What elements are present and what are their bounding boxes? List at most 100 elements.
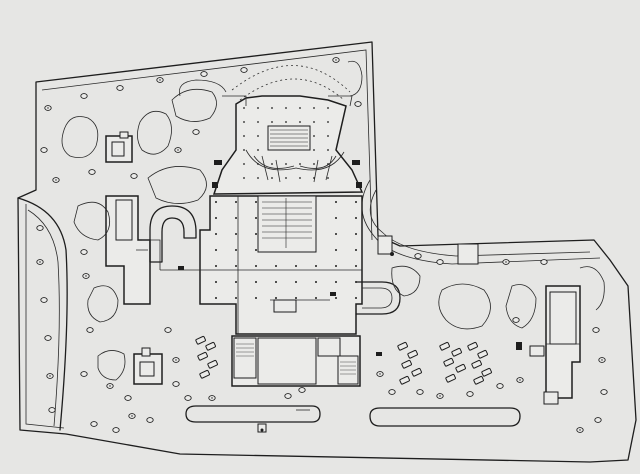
column-dot [315,265,317,267]
plaza-furniture [195,335,492,385]
column-dot [243,177,245,179]
column-dot [335,265,337,267]
column-dot [255,281,257,283]
column-dot [235,281,237,283]
plaza-bench [471,359,482,369]
column-dot [335,249,337,251]
column-dot [275,297,277,299]
tree [540,259,548,265]
pavilion-southwest [133,347,163,385]
column-dot [355,249,357,251]
column-dot [235,233,237,235]
column-dot [313,107,315,109]
column-dot [285,121,287,123]
column-dot [295,297,297,299]
column-dot [299,177,301,179]
column-dot [215,201,217,203]
column-dot [257,177,259,179]
column-dot [335,233,337,235]
column-dot [315,281,317,283]
tree [436,259,444,265]
tree [414,253,422,259]
plaza-bench [199,369,210,379]
drive-strip [185,405,521,433]
tree [192,129,200,135]
column-dot [215,233,217,235]
column-dot [295,265,297,267]
column-dot [355,217,357,219]
east-building-rooms [549,291,577,345]
tree [298,387,306,393]
column-dot [355,233,357,235]
auditorium-rows [270,129,308,147]
tree [124,395,132,401]
column-dot [327,163,329,165]
column-dot [295,281,297,283]
column-dot [313,121,315,123]
column-dot [235,217,237,219]
tree [86,327,94,333]
column-dot [285,163,287,165]
column-dot [327,149,329,151]
column-dot [215,297,217,299]
column-dot [257,163,259,165]
tree-trunk [601,359,603,361]
east-entry [529,345,545,357]
planting-beds [61,60,605,381]
tree [594,417,602,423]
column-dot [327,135,329,137]
column-dot [235,265,237,267]
plaza-bench [473,375,484,385]
tree-trunk [131,415,133,417]
service-room-1 [317,337,341,357]
tree [592,327,600,333]
column-dot [355,265,357,267]
tree [80,93,88,99]
tree [240,67,248,73]
pavilion-east-road [377,235,479,265]
tree [40,297,48,303]
column-dot [215,265,217,267]
column-dot [235,297,237,299]
column-dot [271,177,273,179]
column-dot [327,177,329,179]
column-dot [313,135,315,137]
tree-trunk [379,373,381,375]
tree-trunk [159,79,161,81]
main-hall-seating [257,195,317,253]
column-dot [275,265,277,267]
tree-trunk [177,149,179,151]
column-dot [355,281,357,283]
column-dot [243,121,245,123]
tree-trunk [85,275,87,277]
column-dot [355,201,357,203]
tree [600,389,608,395]
tree [90,421,98,427]
column-dot [271,107,273,109]
column-dot [215,217,217,219]
column-dot [271,121,273,123]
main-building [105,65,401,387]
column-dot [243,107,245,109]
plaza-bench [207,359,218,369]
column-dot [313,149,315,151]
column-dot [355,297,357,299]
plaza-bench [397,341,408,351]
column-dot [243,149,245,151]
column-dot [215,281,217,283]
column-dot [315,297,317,299]
plaza-bench [439,341,450,351]
tree [44,335,52,341]
plaza-bench [481,367,492,377]
tree [48,407,56,413]
tree [36,225,44,231]
plaza-bench [205,341,216,351]
tree-trunk [519,379,521,381]
column-dot [275,281,277,283]
column-dot [335,297,337,299]
tree-trunk [55,179,57,181]
lobby-counter [273,299,297,313]
column-dot [215,249,217,251]
trees [36,57,608,433]
tree [40,147,48,153]
